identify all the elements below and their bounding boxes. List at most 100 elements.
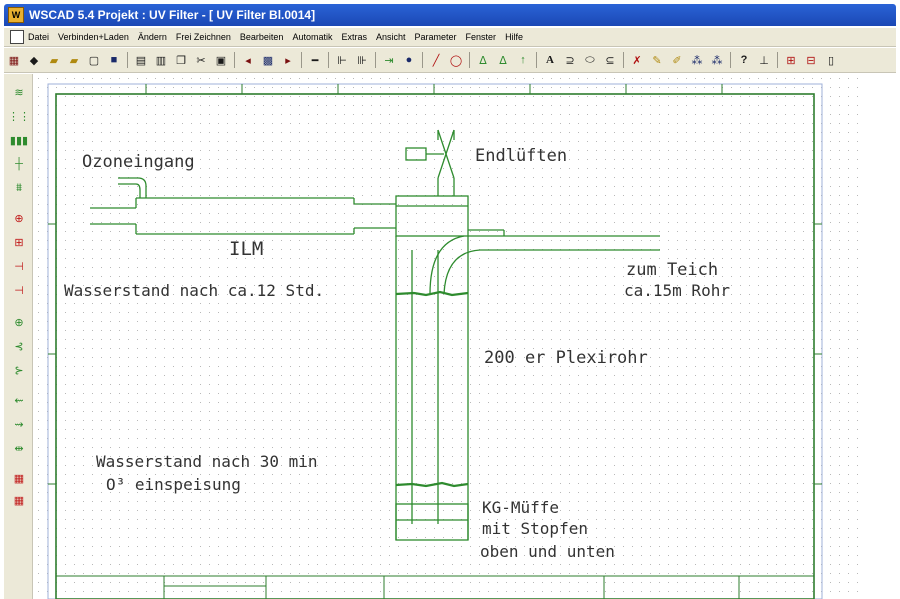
socket2-icon[interactable]: ⊣	[14, 284, 24, 297]
branch-icon[interactable]: ⊰	[14, 340, 24, 353]
menu-aendern[interactable]: Ändern	[137, 32, 167, 42]
label-einspeisung: O³ einspeisung	[106, 475, 241, 494]
save-icon[interactable]: ■	[110, 54, 118, 66]
menu-ansicht[interactable]: Ansicht	[376, 32, 406, 42]
symbol-icon[interactable]: ⊩	[337, 54, 347, 67]
frame-icon[interactable]: ▩	[262, 54, 274, 67]
menu-bearbeiten[interactable]: Bearbeiten	[239, 32, 284, 42]
toolbar-separator	[730, 52, 731, 68]
branch2-icon[interactable]: ⊱	[14, 364, 24, 377]
label-endlueften: Endlüften	[475, 146, 568, 166]
toolbar-separator	[328, 52, 329, 68]
ozone-inlet-pipe	[118, 177, 147, 198]
menu-fenster[interactable]: Fenster	[465, 32, 497, 42]
cabinet-icon[interactable]: ▦	[13, 472, 25, 485]
prev-icon[interactable]: ◂	[245, 54, 251, 67]
sheet-frame	[55, 93, 815, 599]
brush-icon[interactable]: ⊆	[605, 54, 615, 67]
component2-icon[interactable]: ◯	[449, 54, 463, 67]
link-icon[interactable]: ⇜	[14, 394, 24, 407]
device2-icon[interactable]: ⊇	[565, 54, 575, 67]
contacts-icon[interactable]: ▮▮▮	[9, 134, 29, 147]
right-margin	[860, 74, 896, 599]
plug-icon[interactable]: ⊕	[14, 212, 24, 225]
tools2-icon[interactable]: ⊟	[806, 54, 816, 67]
tools-icon[interactable]: ⊞	[786, 54, 796, 67]
label-ozoneingang: Ozoneingang	[82, 152, 195, 172]
coupling-box	[395, 195, 469, 237]
label-ilm: ILM	[229, 238, 264, 260]
label-rohr: ca.15m Rohr	[624, 281, 730, 300]
drawing-canvas[interactable]: Ozoneingang Endlüften ILM zum Teich ca.1…	[34, 74, 860, 599]
end-icon[interactable]: ▯	[827, 54, 835, 67]
menu-verbinden-laden[interactable]: Verbinden+Laden	[58, 32, 129, 42]
wire-icon[interactable]: ≋	[14, 86, 24, 99]
cut-icon[interactable]: ✂	[196, 54, 206, 67]
measure-icon[interactable]: ⁂	[711, 54, 723, 67]
grid-icon[interactable]: ▦	[8, 54, 20, 67]
menu-parameter[interactable]: Parameter	[414, 32, 457, 42]
paste-icon[interactable]: ▣	[215, 54, 227, 67]
label-plexirohr: 200 er Plexirohr	[484, 348, 648, 368]
toolbar-separator	[422, 52, 423, 68]
pen-icon[interactable]: ⇥	[384, 54, 394, 67]
print-icon[interactable]: ▤	[135, 54, 147, 67]
terminal-icon[interactable]: ⩩	[16, 181, 22, 194]
device-icon[interactable]: A	[546, 54, 554, 66]
ilm-pipe	[90, 197, 396, 235]
water-level-30min	[395, 481, 469, 488]
pen2-icon[interactable]: ✗	[632, 54, 642, 67]
dots-icon[interactable]: ◆	[29, 54, 39, 67]
dot-grid	[34, 74, 860, 599]
next-icon[interactable]: ▸	[285, 54, 291, 67]
junction-icon[interactable]: ⊕	[14, 316, 24, 329]
label-wasserstand-30: Wasserstand nach 30 min	[96, 452, 318, 471]
title-bar: W WSCAD 5.4 Projekt : UV Filter - [ UV F…	[4, 4, 896, 26]
drawing-svg	[34, 74, 860, 599]
window-title: WSCAD 5.4 Projekt : UV Filter - [ UV Fil…	[29, 8, 316, 22]
socket-icon[interactable]: ⊣	[14, 260, 24, 273]
plug-multi-icon[interactable]: ⊞	[14, 236, 24, 249]
vent-valve	[405, 129, 455, 196]
copy-icon[interactable]: ❐	[176, 54, 186, 67]
menu-frei-zeichnen[interactable]: Frei Zeichnen	[175, 32, 231, 42]
label-oben-unten: oben und unten	[480, 542, 615, 561]
link2-icon[interactable]: ⇝	[14, 418, 24, 431]
label-zum-teich: zum Teich	[626, 260, 719, 280]
component-icon[interactable]: ╱	[432, 54, 440, 67]
print-preview-icon[interactable]: ▥	[155, 54, 167, 67]
lamp-icon[interactable]: ↑	[520, 54, 526, 66]
arrow-up-icon[interactable]: ᐃ	[479, 54, 487, 67]
menu-bar: Datei Verbinden+Laden Ändern Frei Zeichn…	[4, 28, 896, 47]
title-block	[56, 575, 814, 599]
label-kg-muffe: KG-Müffe	[482, 498, 560, 517]
left-toolbar: ≋ ⋮⋮ ▮▮▮ ┼ ⩩ ⊕ ⊞ ⊣ ⊣ ⊕ ⊰ ⊱ ⇜ ⇝ ⇹ ▦ ▦	[4, 74, 33, 599]
link3-icon[interactable]: ⇹	[14, 442, 24, 455]
tree-icon[interactable]: ✎	[652, 54, 662, 67]
menu-extras[interactable]: Extras	[341, 32, 367, 42]
cabinet2-icon[interactable]: ▦	[13, 494, 25, 507]
label-stopfen: mit Stopfen	[482, 519, 588, 538]
tree2-icon[interactable]: ✐	[672, 54, 682, 67]
text-icon[interactable]: ᐃ	[499, 54, 507, 67]
folder-icon[interactable]: ▰	[69, 54, 79, 67]
wire2-icon[interactable]: ⋮⋮	[8, 110, 30, 123]
line-icon[interactable]: ━	[311, 54, 319, 67]
document-icon[interactable]	[10, 30, 24, 44]
menu-automatik[interactable]: Automatik	[292, 32, 333, 42]
toolbar-separator	[301, 52, 302, 68]
app-icon: W	[8, 7, 24, 23]
open-folder-icon[interactable]: ▰	[49, 54, 59, 67]
help-icon[interactable]: ⁂	[691, 54, 703, 67]
menu-datei[interactable]: Datei	[28, 32, 50, 42]
menu-hilfe[interactable]: Hilfe	[505, 32, 524, 42]
page-icon[interactable]: ▢	[88, 54, 100, 67]
cross-icon[interactable]: ⬭	[585, 53, 595, 66]
dot-icon[interactable]: ⊪	[357, 54, 367, 67]
single-wire-icon[interactable]: ┼	[15, 158, 23, 170]
question-icon[interactable]: ?	[740, 54, 748, 66]
ellipse-icon[interactable]: ●	[405, 54, 413, 66]
outlet-pipe	[429, 229, 660, 295]
ruler-icon[interactable]: ⊥	[759, 54, 769, 67]
toolbar-separator	[536, 52, 537, 68]
